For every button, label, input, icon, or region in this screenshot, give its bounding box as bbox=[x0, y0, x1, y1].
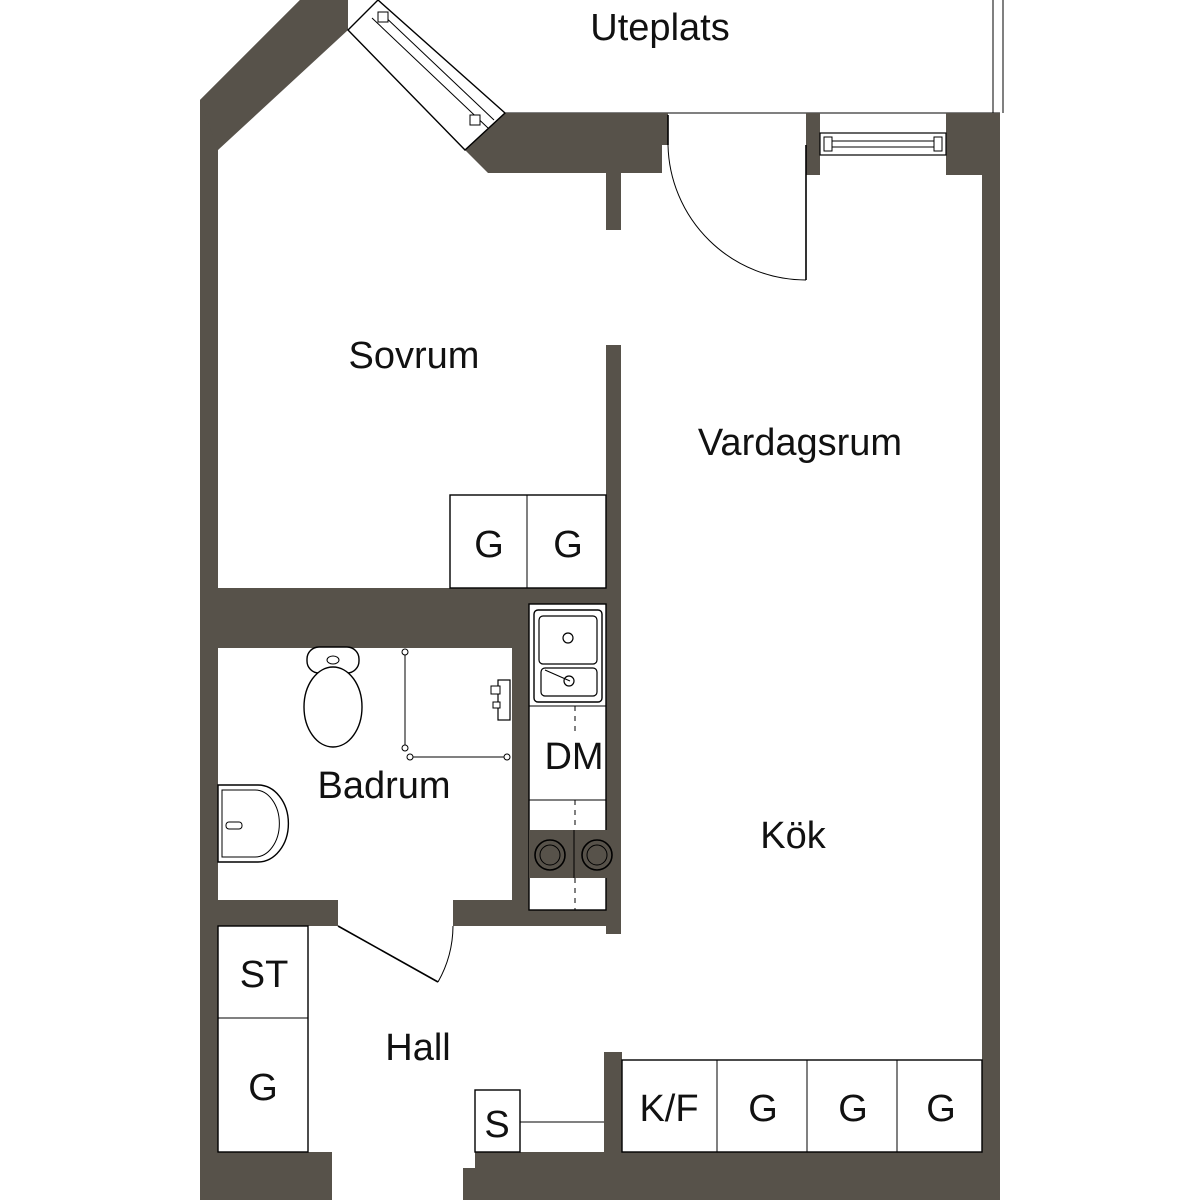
room-label-sovrum: Sovrum bbox=[349, 335, 480, 377]
door-north bbox=[667, 115, 807, 281]
fixture-label-storage: ST bbox=[240, 954, 289, 996]
wall-badrum-east bbox=[512, 604, 529, 910]
wall-kitchen-row-stub bbox=[604, 1052, 622, 1168]
shower-area bbox=[401, 648, 511, 761]
wall-stub-top bbox=[606, 173, 621, 230]
shower-mixer-icon bbox=[490, 679, 511, 721]
exterior-walls bbox=[200, 0, 1000, 1200]
room-label-uteplats: Uteplats bbox=[590, 7, 729, 49]
wall-south-step-right bbox=[463, 1168, 475, 1200]
uteplats-outline bbox=[505, 0, 1004, 114]
window-north bbox=[819, 132, 947, 156]
fixture-label-shoe-cabinet: S bbox=[484, 1104, 509, 1146]
fixture-label-fridge-freezer: K/F bbox=[639, 1088, 698, 1130]
room-label-kok: Kök bbox=[760, 815, 826, 857]
kitchen-counter bbox=[528, 603, 621, 911]
fixture-label-wardrobe: G bbox=[748, 1088, 778, 1130]
wall-south-hall bbox=[200, 1152, 332, 1168]
wall-north-door-jamb bbox=[806, 113, 820, 175]
fixture-label-wardrobe: G bbox=[474, 524, 504, 566]
shoe-cabinet bbox=[474, 1089, 604, 1153]
wall-south-right bbox=[475, 1152, 1000, 1200]
fixture-label-dishwasher: DM bbox=[544, 736, 603, 778]
wardrobes-sovrum bbox=[449, 494, 607, 589]
washbasin bbox=[217, 784, 290, 863]
sink-kitchen bbox=[533, 609, 603, 703]
fixture-label-wardrobe: G bbox=[248, 1067, 278, 1109]
window-northwest bbox=[347, 0, 507, 151]
wall-north-a bbox=[465, 113, 668, 173]
room-label-vardagsrum: Vardagsrum bbox=[698, 422, 902, 464]
wall-kitchen-back bbox=[606, 588, 621, 934]
fixture-label-wardrobe: G bbox=[838, 1088, 868, 1130]
wall-south-left bbox=[200, 1168, 320, 1200]
toilet bbox=[303, 646, 363, 748]
room-label-badrum: Badrum bbox=[317, 765, 450, 807]
door-badrum bbox=[337, 925, 454, 983]
fixture-label-wardrobe: G bbox=[926, 1088, 956, 1130]
wall-northwest-diagonal bbox=[200, 0, 348, 150]
hall-storage bbox=[217, 925, 309, 1153]
kitchen-wardrobes bbox=[621, 1059, 983, 1153]
wall-badrum-south-left bbox=[218, 900, 338, 926]
room-label-hall: Hall bbox=[385, 1027, 450, 1069]
fixture-label-wardrobe: G bbox=[553, 524, 583, 566]
wall-north-b bbox=[946, 113, 982, 175]
stove bbox=[529, 830, 621, 878]
wall-sovrum-vardagsrum bbox=[606, 345, 621, 588]
wall-east bbox=[982, 113, 1000, 1168]
